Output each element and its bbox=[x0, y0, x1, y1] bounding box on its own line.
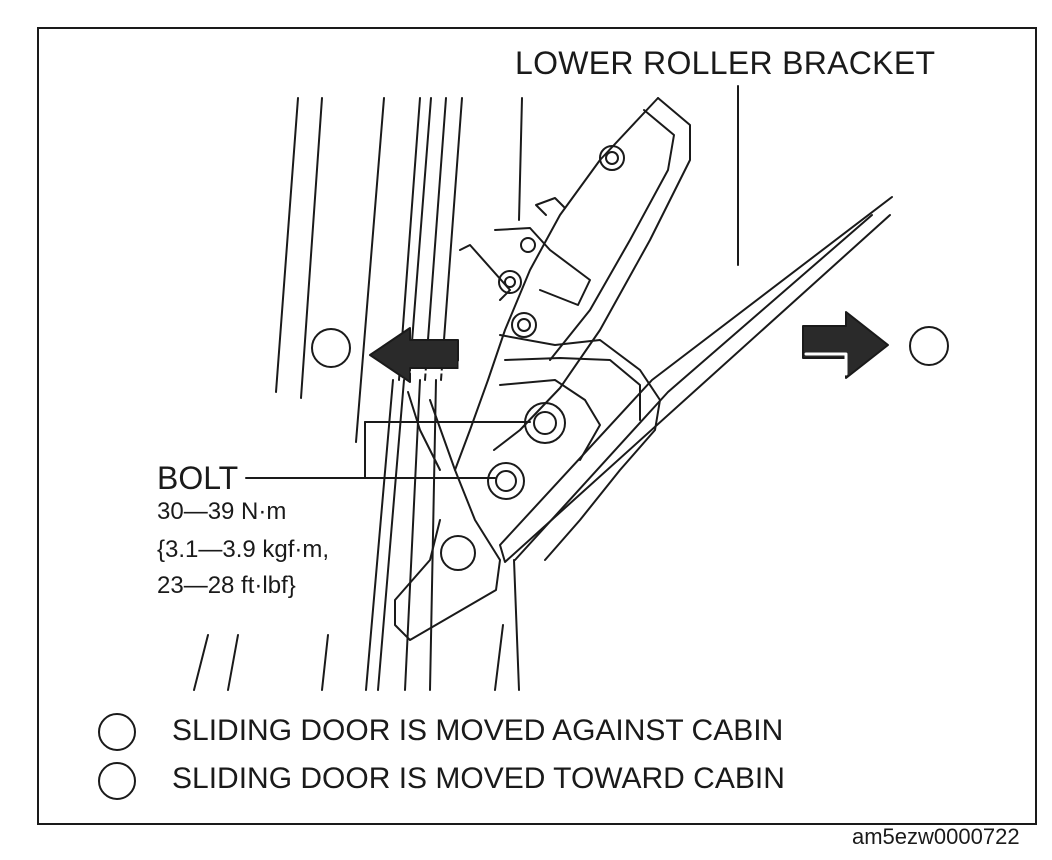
left-direction-circle bbox=[311, 328, 351, 368]
right-arrow bbox=[802, 311, 889, 379]
reference-code: am5ezw0000722 bbox=[852, 824, 1020, 849]
torque-spec-nm: 30—39 N·m bbox=[157, 498, 287, 525]
lower-bolt bbox=[487, 462, 525, 500]
lower-hole bbox=[440, 535, 476, 571]
panel-lines bbox=[193, 97, 523, 691]
track-rail bbox=[499, 196, 893, 563]
diagram-frame bbox=[37, 27, 1037, 825]
upper-bolt bbox=[524, 402, 566, 444]
legend-item-toward-cabin: SLIDING DOOR IS MOVED TOWARD CABIN bbox=[172, 762, 785, 795]
right-direction-circle bbox=[909, 326, 949, 366]
torque-spec-kgfm: {3.1—3.9 kgf·m, bbox=[157, 536, 330, 563]
torque-spec-ftlbf: 23—28 ft·lbf} bbox=[157, 572, 296, 599]
leader-lines bbox=[245, 85, 739, 479]
bracket-label: LOWER ROLLER BRACKET bbox=[515, 45, 936, 81]
legend-circle-icon bbox=[98, 713, 136, 751]
legend-item-against-cabin: SLIDING DOOR IS MOVED AGAINST CABIN bbox=[172, 714, 784, 747]
legend-circle-icon bbox=[98, 762, 136, 800]
left-arrow bbox=[369, 327, 462, 383]
bolt-label: BOLT bbox=[157, 460, 239, 496]
